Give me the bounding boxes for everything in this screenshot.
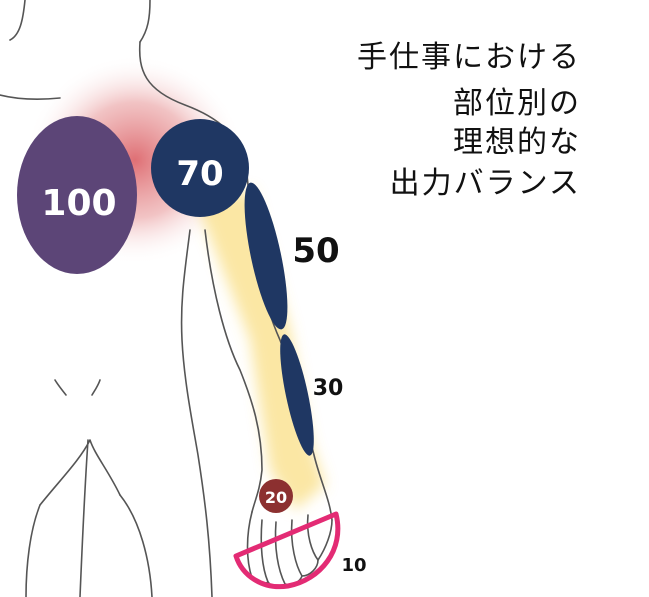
title-line-2: 部位別の	[453, 86, 581, 121]
marker-30: 30	[280, 334, 344, 456]
label-30: 30	[313, 376, 344, 401]
arm-glow	[195, 190, 325, 510]
title-line-3: 理想的な	[453, 125, 581, 160]
marker-100: 100	[17, 116, 137, 274]
marker-20: 20	[259, 479, 293, 513]
marker-70: 70	[151, 119, 249, 217]
marker-50: 50	[244, 182, 340, 330]
label-10: 10	[341, 555, 366, 576]
label-50: 50	[292, 231, 339, 271]
body-outline	[0, 0, 333, 597]
marker-10: 10	[233, 511, 367, 590]
label-100: 100	[41, 183, 116, 224]
title-line-4: 出力バランス	[389, 166, 581, 201]
label-20: 20	[265, 488, 287, 507]
label-70: 70	[176, 154, 223, 194]
title-line-1: 手仕事における	[357, 40, 581, 75]
